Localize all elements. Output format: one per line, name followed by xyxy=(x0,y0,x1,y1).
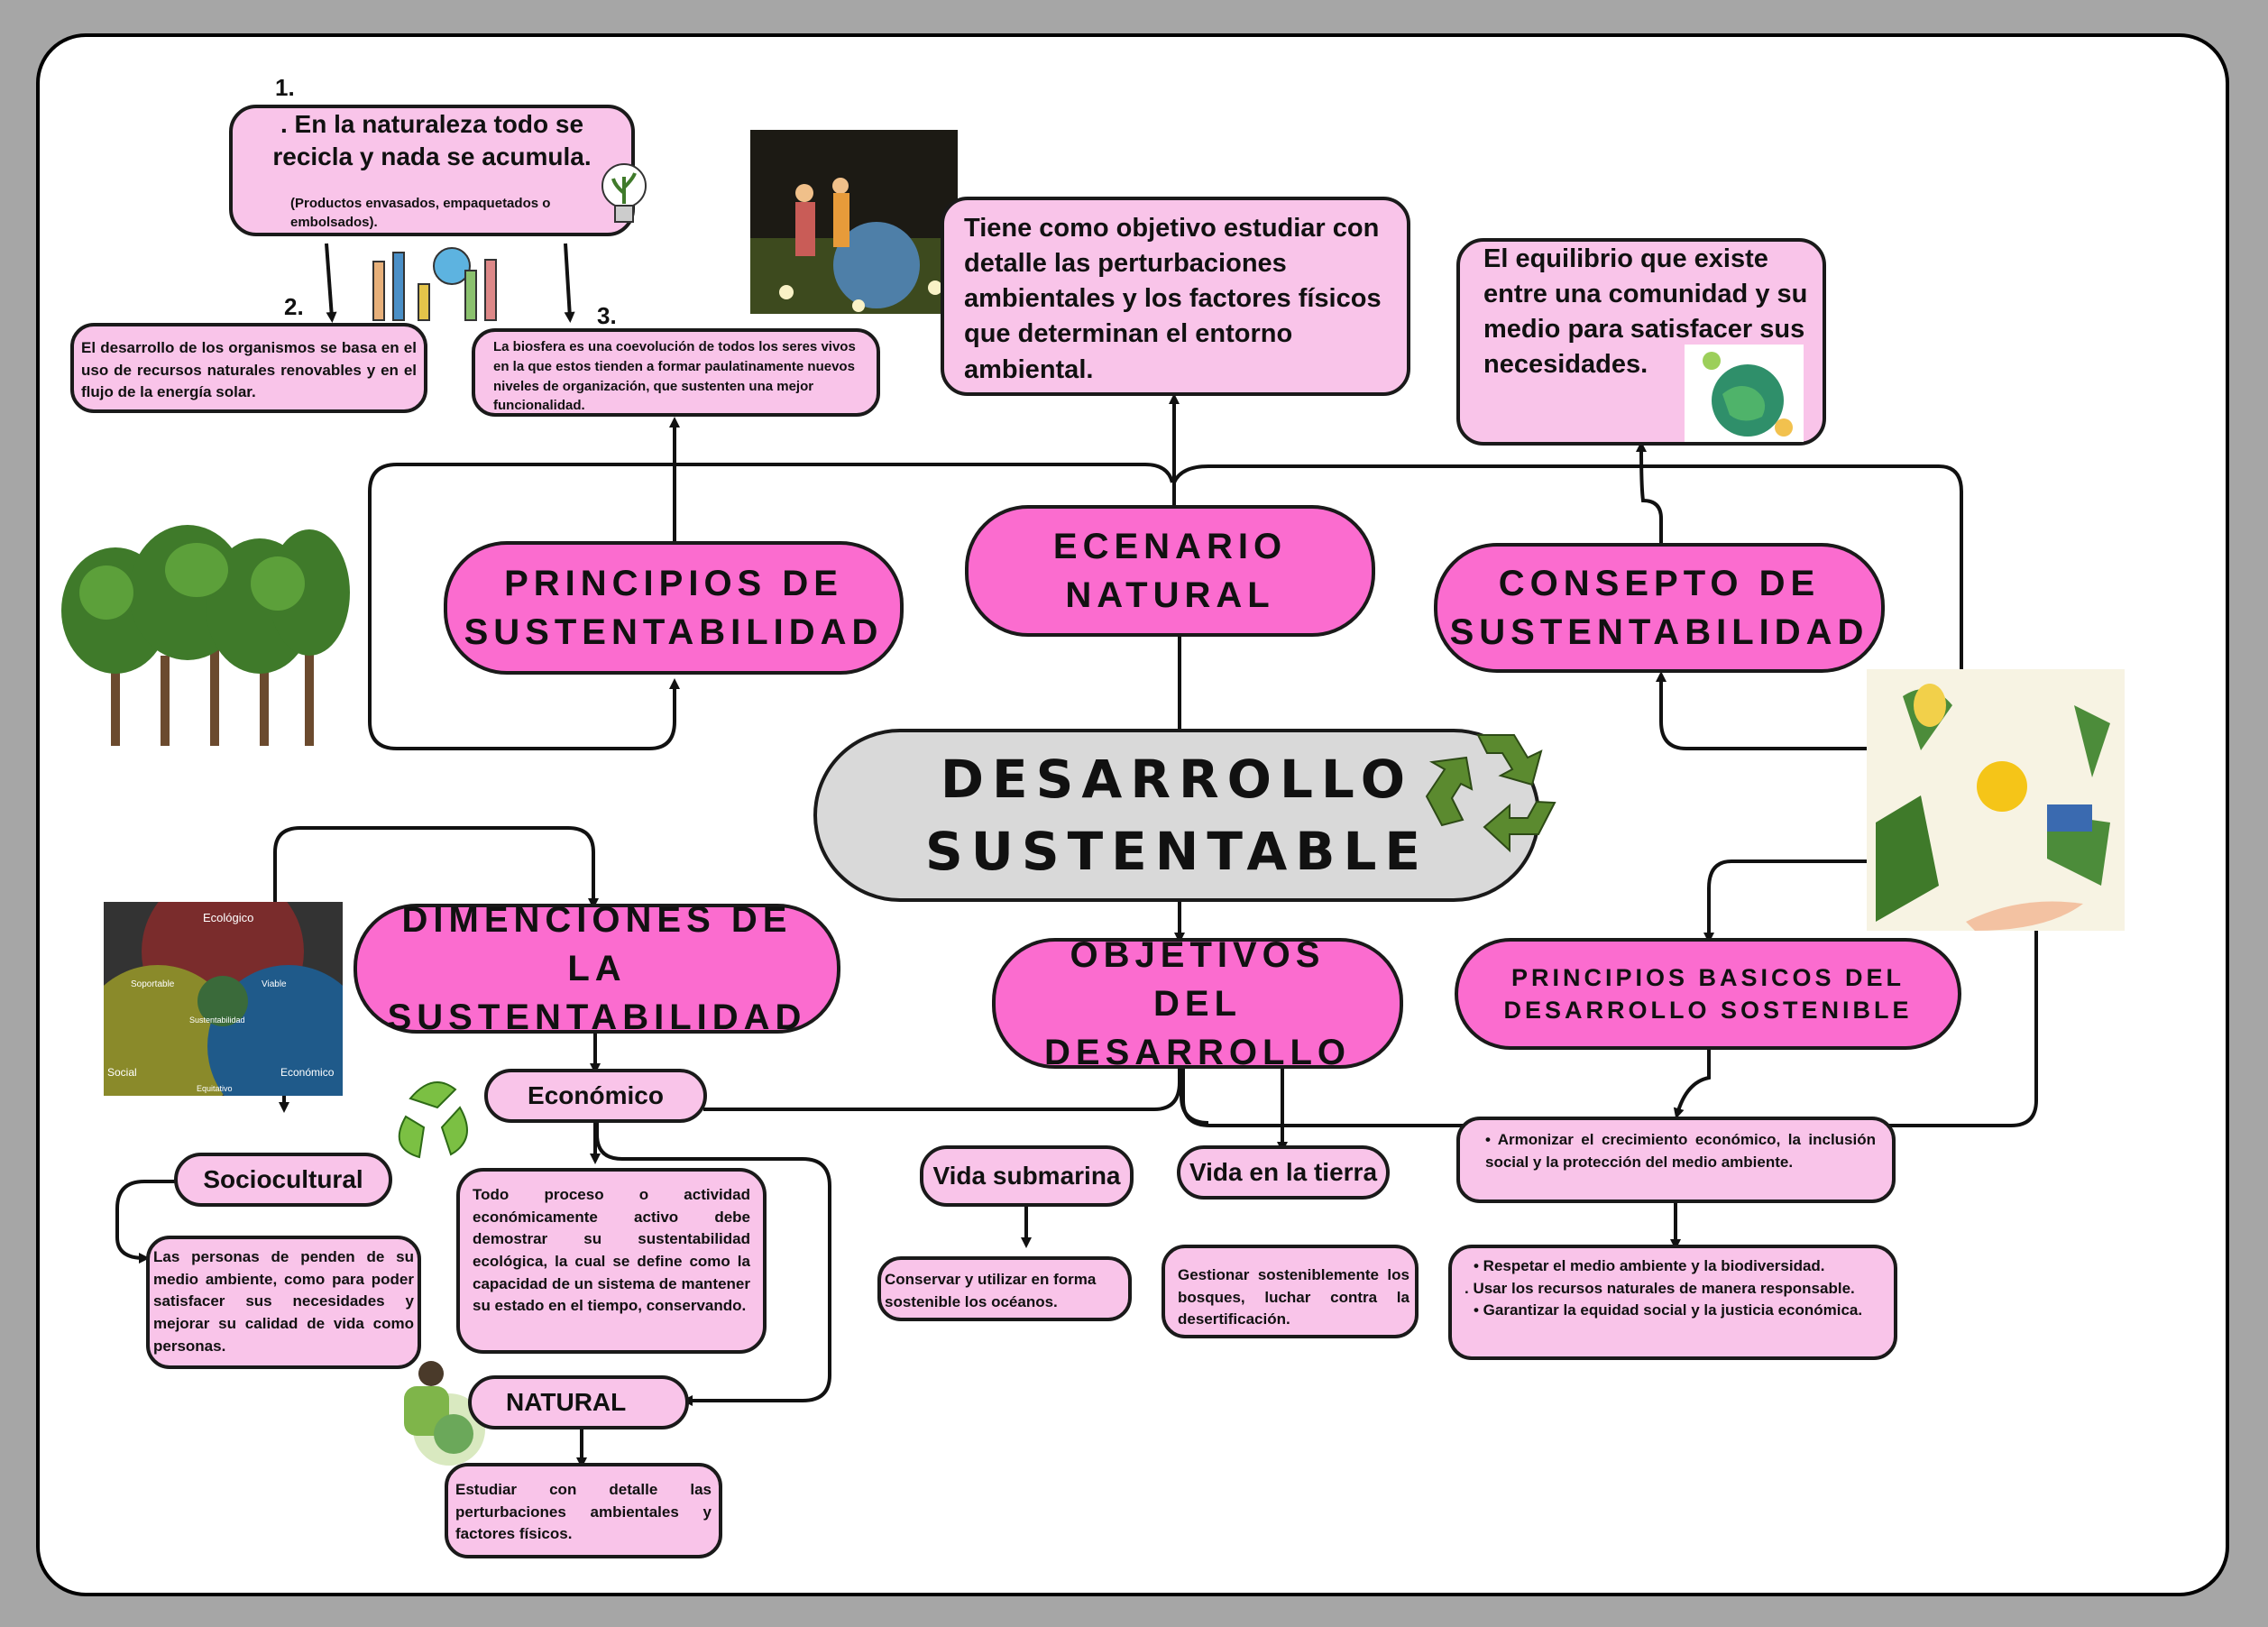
venn-label-equitativo: Equitativo xyxy=(197,1084,233,1093)
lightbulb-plant-icon xyxy=(599,161,649,233)
vida-tierra-text-box: Gestionar sosteniblemente los bosques, l… xyxy=(1162,1245,1419,1338)
connector-economico-natural xyxy=(595,1123,831,1406)
person-globe-illustration xyxy=(386,1357,499,1470)
principle-2-box: El desarrollo de los organismos se basa … xyxy=(70,323,427,413)
green-recycle-icon xyxy=(383,1071,482,1162)
sociocultural-label: Sociocultural xyxy=(174,1153,392,1207)
earth-people-illustration xyxy=(1685,345,1804,442)
principle-1-box: . En la naturaleza todo se recicla y nad… xyxy=(229,105,635,236)
central-topic: DESARROLLO SUSTENTABLE xyxy=(813,729,1540,902)
connector-consepto-loop xyxy=(1172,464,1963,676)
vida-submarina-text-box: Conservar y utilizar en forma sostenible… xyxy=(877,1256,1132,1321)
natural-text-box: Estudiar con detalle las perturbaciones … xyxy=(445,1463,722,1558)
connector-consepto-arrow xyxy=(1656,671,1867,750)
connector-p1-p3 xyxy=(564,243,575,323)
branch-objetivos: OBJETIVOS DEL DESARROLLO xyxy=(992,935,1403,1072)
night-globe-photo xyxy=(750,130,958,314)
venn-label-soportable: Soportable xyxy=(131,979,175,989)
economico-text-box: Todo proceso o actividad económicamente … xyxy=(456,1168,767,1354)
natural-label: NATURAL xyxy=(468,1375,689,1429)
principle-1-text: . En la naturaleza todo se recicla y nad… xyxy=(272,110,592,171)
connector-p1-p2 xyxy=(325,243,337,323)
venn-label-ecologico: Ecológico xyxy=(203,911,254,924)
branch-principios-sustentabilidad: PRINCIPIOS DE SUSTENTABILIDAD xyxy=(444,541,904,675)
hands-planet-illustration xyxy=(366,244,510,325)
economico-label: Económico xyxy=(484,1069,707,1123)
basicos-item-4: • Garantizar la equidad social y la just… xyxy=(1474,1301,1863,1319)
branch-ecenario-natural: ECENARIO NATURAL xyxy=(965,505,1375,637)
connector-principios-loop xyxy=(368,463,1174,750)
venn-label-economico: Económico xyxy=(280,1066,335,1079)
ecenario-text-box: Tiene como objetivo estudiar con detalle… xyxy=(941,197,1410,396)
vida-tierra-label: Vida en la tierra xyxy=(1177,1145,1390,1200)
connector-basicos-b1 xyxy=(1673,1049,1711,1119)
connector-consepto-text xyxy=(1636,441,1663,543)
venn-label-viable: Viable xyxy=(262,979,287,989)
branch-consepto-sustentabilidad: CONSEPTO DE SUSTENTABILIDAD xyxy=(1434,543,1885,673)
venn-label-social: Social xyxy=(107,1066,137,1079)
vida-submarina-label: Vida submarina xyxy=(920,1145,1134,1207)
principle-3-box: La biosfera es una coevolución de todos … xyxy=(472,328,880,417)
trees-illustration xyxy=(52,520,352,746)
renewable-energy-illustration xyxy=(1867,669,2125,931)
connector-dimenciones-loop xyxy=(273,826,599,909)
recycle-icon xyxy=(1419,726,1573,879)
connector-right-loop xyxy=(1181,859,2038,1127)
branch-principios-basicos: PRINCIPIOS BASICOS DEL DESARROLLO SOSTEN… xyxy=(1455,938,1961,1050)
basicos-list-box: • Respetar el medio ambiente y la biodiv… xyxy=(1448,1245,1897,1360)
venn-label-sustentabilidad: Sustentabilidad xyxy=(189,1016,245,1025)
basicos-item-3: . Usar los recursos naturales de manera … xyxy=(1465,1279,1855,1297)
sociocultural-text-box: Las personas de penden de su medio ambie… xyxy=(146,1236,421,1369)
connector-economico-center xyxy=(703,1067,1181,1111)
basicos-item-2: • Respetar el medio ambiente y la biodiv… xyxy=(1474,1257,1825,1274)
branch-dimenciones: DIMENCIONES DE LA SUSTENTABILIDAD xyxy=(354,900,840,1037)
connector-sociocultural-text xyxy=(115,1180,180,1264)
sustainability-venn-diagram: Ecológico Soportable Viable Sustentabili… xyxy=(104,902,343,1096)
principle-number-1: 1. xyxy=(275,74,295,101)
principle-number-3: 3. xyxy=(597,302,617,329)
basicos-item-1-box: • Armonizar el crecimiento económico, la… xyxy=(1456,1117,1896,1203)
principle-1-note: (Productos envasados, empaquetados o emb… xyxy=(290,195,551,230)
connector-objetivos-right xyxy=(1180,1078,1209,1125)
principle-number-2: 2. xyxy=(284,293,304,320)
